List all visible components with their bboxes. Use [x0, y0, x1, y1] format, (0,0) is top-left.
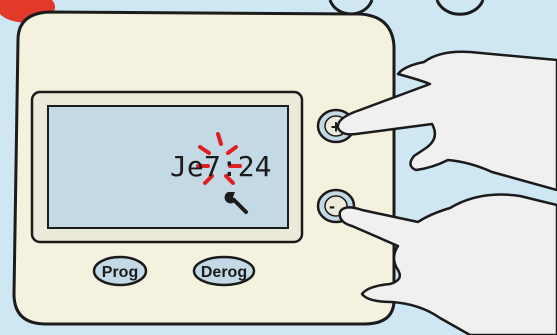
derog-button[interactable]: Derog: [194, 257, 254, 285]
step-circle-partial: [330, 0, 372, 14]
derog-label: Derog: [201, 264, 247, 281]
minus-label: -: [329, 196, 335, 216]
step-circle-partial: [437, 0, 483, 14]
display-time: 7:24: [204, 150, 271, 183]
prog-button[interactable]: Prog: [94, 257, 146, 285]
prog-label: Prog: [102, 264, 138, 281]
display-day: Je: [170, 150, 204, 183]
